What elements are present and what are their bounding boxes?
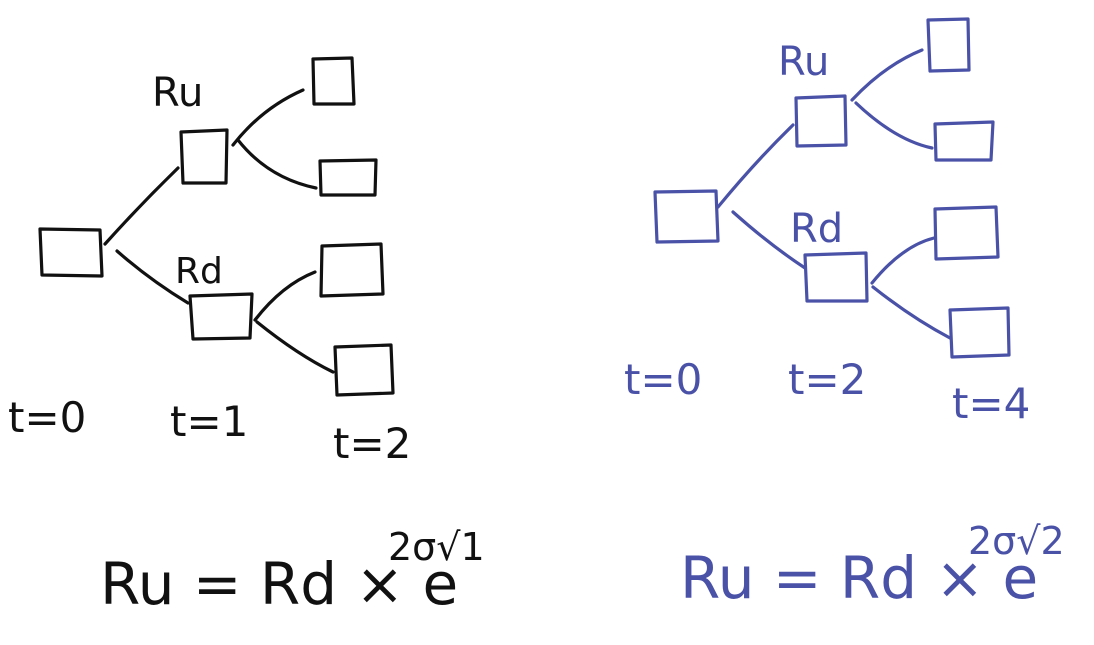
right-time-0: t=0 [624, 355, 702, 404]
left-node-up [179, 128, 229, 185]
right-node-root [653, 189, 720, 244]
right-node-ud [933, 120, 995, 162]
right-node-up [794, 94, 848, 148]
right-branch-down-dd [871, 285, 952, 340]
left-tree: Ru Rd t=0 t=1 t=2 Ru = Rd × e 2σ√1 [8, 56, 485, 618]
left-branch-up-uu [231, 88, 305, 147]
right-formula-exponent: 2σ√2 [968, 519, 1065, 563]
left-formula-base: Ru = Rd × e [100, 550, 458, 618]
left-branch-down-dd [255, 320, 335, 374]
right-branch-root-up [716, 123, 795, 209]
right-formula-base: Ru = Rd × e [680, 544, 1038, 612]
left-node-root [38, 227, 104, 278]
right-node-down [803, 251, 869, 303]
right-tree: Ru Rd t=0 t=2 t=4 Ru = Rd × e 2σ√2 [624, 17, 1065, 612]
right-time-2: t=2 [788, 355, 866, 404]
left-formula-exponent: 2σ√1 [388, 525, 485, 569]
left-time-0: t=0 [8, 393, 86, 442]
left-time-2: t=2 [333, 419, 411, 468]
left-branch-down-du [253, 270, 317, 322]
left-branch-up-ud [236, 138, 318, 190]
left-label-down: Rd [175, 251, 223, 292]
left-node-ud [318, 158, 378, 197]
right-label-up: Ru [778, 39, 829, 85]
right-label-down: Rd [790, 206, 843, 252]
left-label-up: Ru [152, 70, 203, 116]
right-time-4: t=4 [952, 379, 1030, 428]
left-node-du [319, 242, 385, 298]
right-branch-down-du [870, 236, 936, 285]
left-node-dd [333, 343, 395, 397]
right-node-dd [948, 306, 1011, 359]
left-node-down [188, 292, 254, 341]
right-branch-up-uu [850, 48, 924, 102]
left-branch-root-down [115, 249, 190, 305]
right-branch-up-ud [854, 101, 934, 150]
left-branch-root-up [103, 166, 180, 246]
right-node-du [933, 205, 1000, 261]
right-branch-root-down [731, 210, 807, 270]
left-time-1: t=1 [170, 397, 248, 446]
right-node-uu [926, 17, 971, 73]
left-node-uu [311, 56, 356, 106]
